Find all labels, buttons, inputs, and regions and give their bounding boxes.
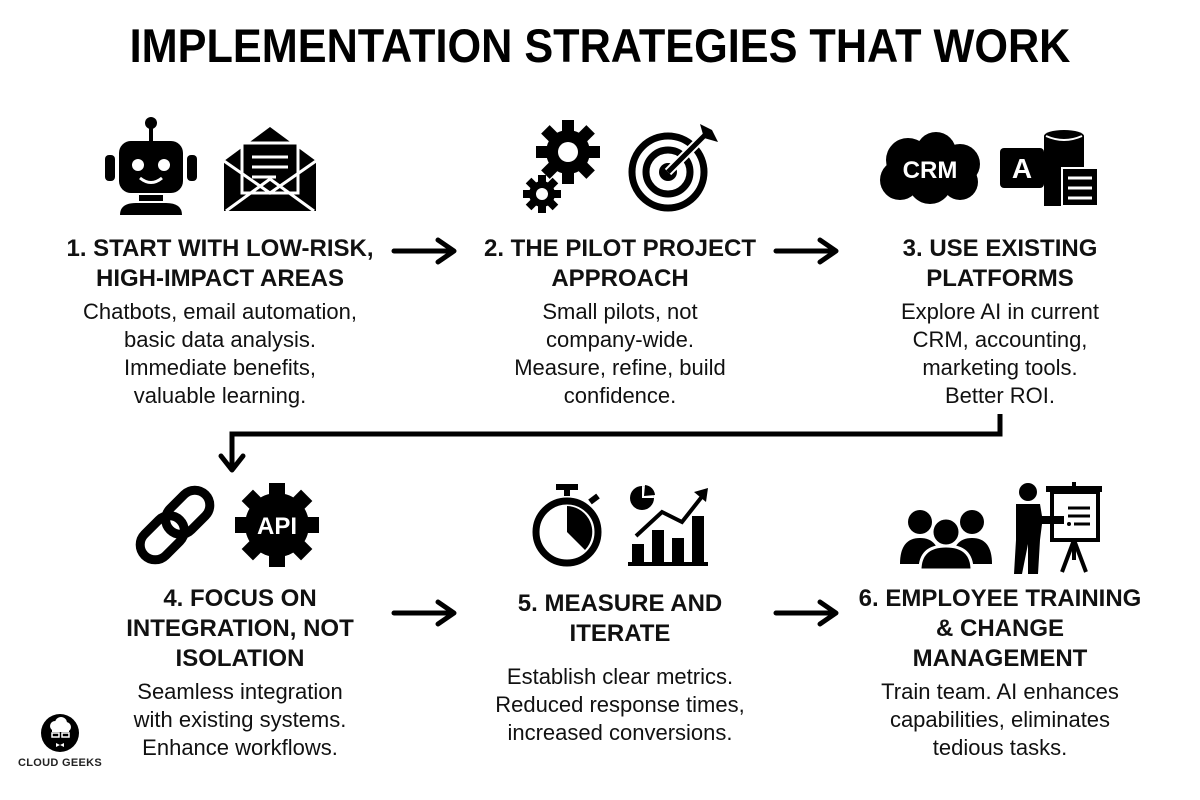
svg-text:API: API xyxy=(257,513,297,540)
cloud-geeks-logo: CLOUD GEEKS xyxy=(18,713,102,769)
step-1-description: Chatbots, email automation,basic data an… xyxy=(83,299,357,408)
chain-link-icon xyxy=(130,480,220,570)
page-title: IMPLEMENTATION STRATEGIES THAT WORK xyxy=(129,19,1071,72)
step-6-icons xyxy=(898,480,1108,576)
team-icon xyxy=(898,486,994,570)
logo-text: CLOUD GEEKS xyxy=(18,757,102,769)
step-3-icons: CRM A xyxy=(878,128,1100,208)
arrow-3-to-4-icon xyxy=(218,414,1003,473)
geek-avatar-icon xyxy=(41,714,79,752)
arrow-1-to-2-icon xyxy=(391,237,457,265)
api-gear-icon: API xyxy=(234,482,320,568)
robot-icon xyxy=(102,115,200,215)
accounting-database-icon: A xyxy=(1000,128,1100,208)
target-icon xyxy=(628,120,720,212)
stopwatch-icon xyxy=(530,482,606,568)
presenter-icon xyxy=(1008,480,1108,576)
open-envelope-icon xyxy=(222,117,318,213)
step-1: 1. START WITH LOW-RISK,HIGH-IMPACT AREAS… xyxy=(40,234,400,410)
svg-text:CRM: CRM xyxy=(903,157,958,184)
svg-text:A: A xyxy=(1012,153,1032,184)
gears-icon xyxy=(522,118,606,214)
step-1-icons xyxy=(102,115,318,215)
crm-cloud-icon: CRM xyxy=(878,130,982,206)
growth-chart-icon xyxy=(626,482,712,568)
arrow-2-to-3-icon xyxy=(773,237,839,265)
step-4-icons: API xyxy=(130,480,320,570)
arrow-4-to-5-icon xyxy=(391,599,457,627)
arrow-5-to-6-icon xyxy=(773,599,839,627)
step-1-heading: 1. START WITH LOW-RISK,HIGH-IMPACT AREAS xyxy=(66,235,374,292)
step-5-icons xyxy=(530,482,712,568)
step-2-icons xyxy=(522,118,720,214)
step-5-description: Establish clear metrics.Reduced response… xyxy=(495,664,745,745)
